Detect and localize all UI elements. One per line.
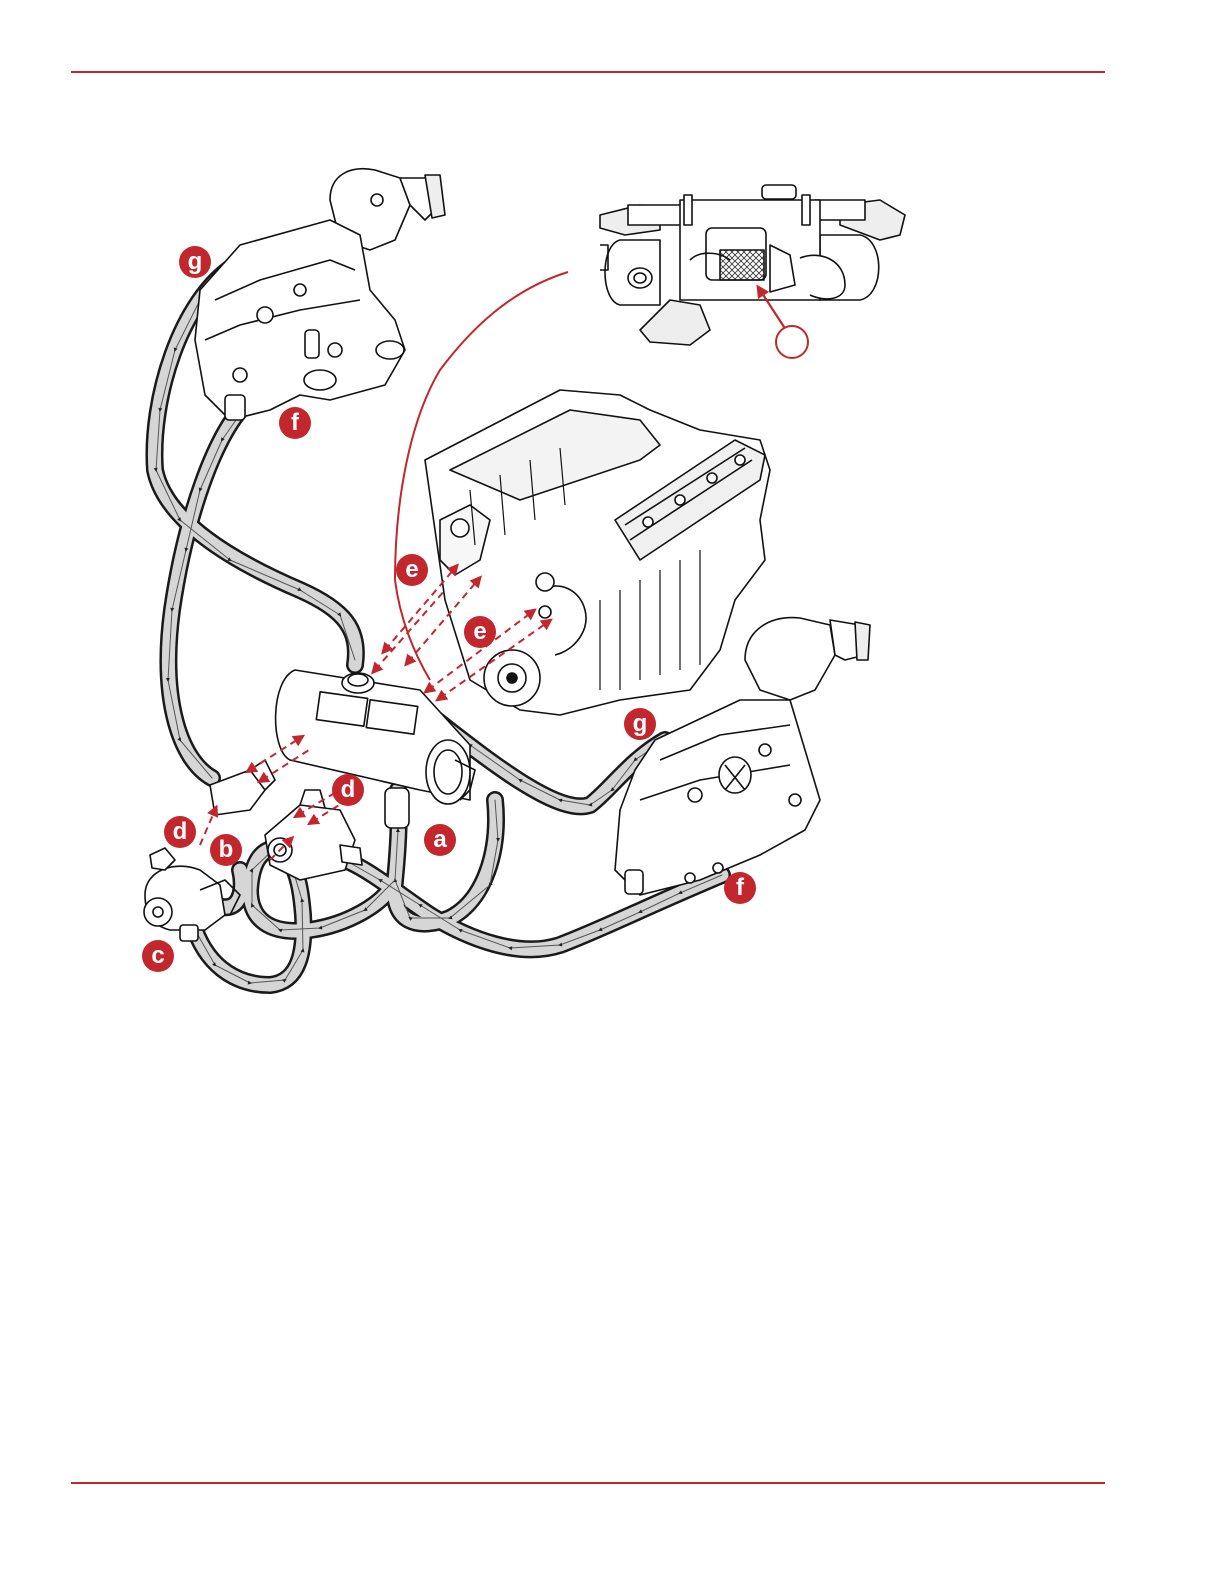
callout-d-right: d (332, 774, 364, 806)
callout-b: b (210, 834, 242, 866)
svg-text:b: b (219, 836, 234, 863)
callout-g-starboard: g (624, 708, 656, 740)
svg-text:f: f (291, 409, 300, 436)
svg-text:a: a (433, 826, 447, 853)
callout-a: a (424, 824, 456, 856)
engine-block (425, 390, 770, 715)
inset-heat-exchanger-detail (600, 185, 905, 345)
callout-f-starboard: f (724, 872, 756, 904)
callout-e-left: e (396, 554, 428, 586)
svg-text:d: d (173, 818, 188, 845)
svg-text:g: g (188, 248, 203, 275)
svg-text:e: e (473, 618, 486, 645)
callout-d-left: d (164, 816, 196, 848)
port-exhaust-manifold (195, 169, 445, 420)
callout-e-right: e (464, 616, 496, 648)
inset-callout-circle (776, 326, 808, 358)
callout-f-port: f (279, 407, 311, 439)
callout-c: c (142, 940, 174, 972)
svg-text:e: e (405, 556, 418, 583)
callout-g-port: g (179, 246, 211, 278)
svg-text:d: d (341, 776, 356, 803)
svg-text:g: g (633, 710, 648, 737)
svg-text:f: f (736, 874, 745, 901)
svg-text:c: c (151, 942, 164, 969)
